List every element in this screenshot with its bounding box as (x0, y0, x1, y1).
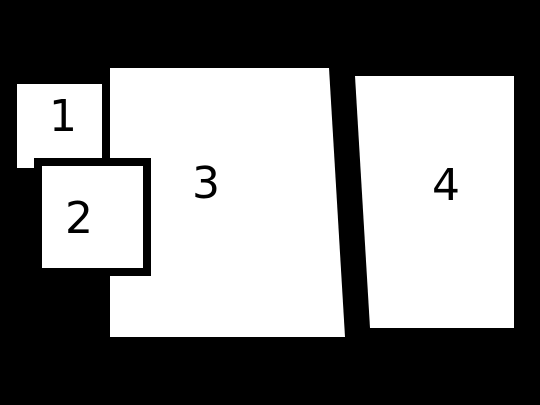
panel-1-label: 1 (49, 91, 77, 142)
panel-4-shape (355, 76, 514, 328)
panel-2-shape (42, 166, 143, 268)
panel-3: 3 (110, 68, 345, 337)
panel-4: 4 (355, 76, 514, 328)
panel-2: 2 (34, 158, 151, 276)
panel-1-shape (17, 84, 102, 168)
panel-1: 1 (17, 84, 102, 168)
panel-2-label: 2 (65, 193, 93, 244)
panel-4-label: 4 (432, 160, 460, 211)
panel-3-shape (110, 68, 345, 337)
panel-3-label: 3 (192, 158, 220, 209)
